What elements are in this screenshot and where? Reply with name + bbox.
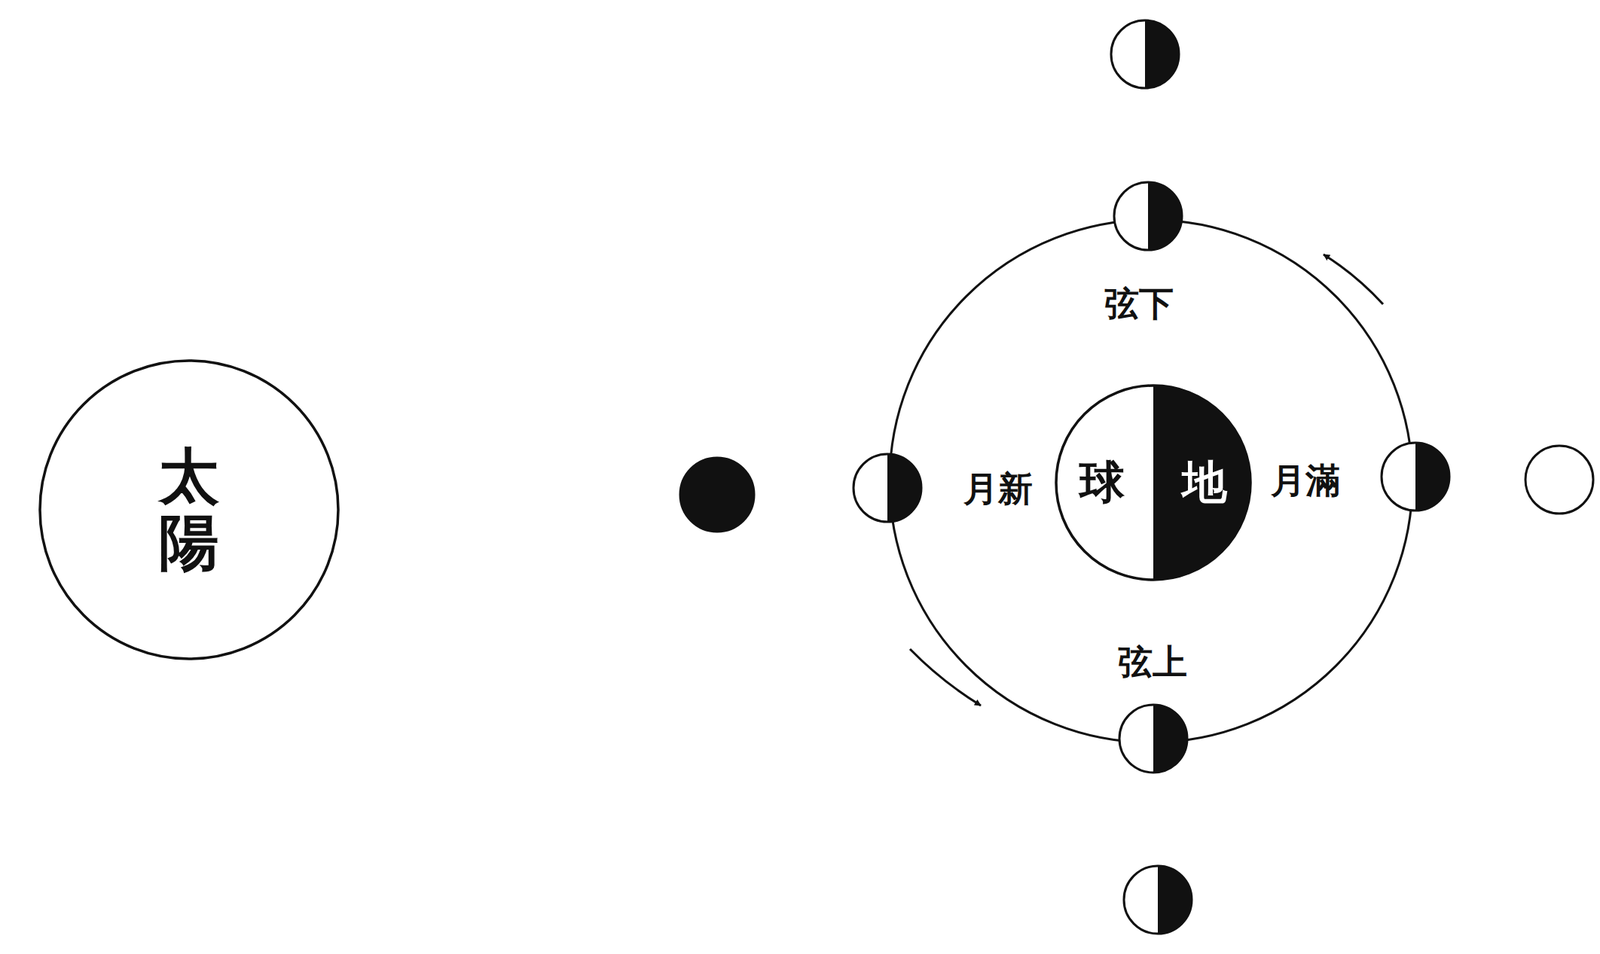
dark-moon — [680, 458, 755, 532]
moon-symbol — [1381, 442, 1450, 511]
earth-label: 球地 — [1022, 452, 1285, 514]
phase-label: 弦上 — [1117, 639, 1188, 687]
moon-symbol — [1111, 20, 1179, 89]
phase-label: 弦下 — [1104, 280, 1174, 328]
moon-disc — [1123, 866, 1192, 935]
moon-disc — [1111, 20, 1179, 89]
moon-symbol — [1114, 182, 1182, 251]
moon-shadow — [1157, 866, 1192, 935]
orbit-arrow — [909, 649, 981, 706]
moon-symbol — [1123, 866, 1192, 935]
moon-shadow — [1415, 442, 1450, 511]
orbit-arrow — [1323, 254, 1384, 305]
phase-label: 月新 — [963, 466, 1033, 513]
moon-orbit — [889, 219, 1413, 743]
sun-circle: 太陽 — [38, 359, 340, 661]
phase-label: 月滿 — [1270, 458, 1341, 505]
moon-shadow — [887, 454, 922, 523]
circle-outline — [39, 360, 339, 660]
moon-shadow — [1145, 20, 1179, 89]
moon-symbol — [853, 454, 922, 523]
moon-disc — [853, 454, 922, 523]
moon-shadow — [1148, 182, 1182, 251]
moon-disc — [1381, 442, 1450, 511]
moon-disc — [1114, 182, 1182, 251]
moon-symbol — [1119, 705, 1188, 773]
moon-disc — [1119, 705, 1188, 773]
moon-shadow — [1153, 705, 1188, 773]
earth-circle: 球地 — [1054, 384, 1252, 582]
full-moon — [1525, 445, 1594, 514]
sun-label: 太陽 — [158, 443, 220, 577]
